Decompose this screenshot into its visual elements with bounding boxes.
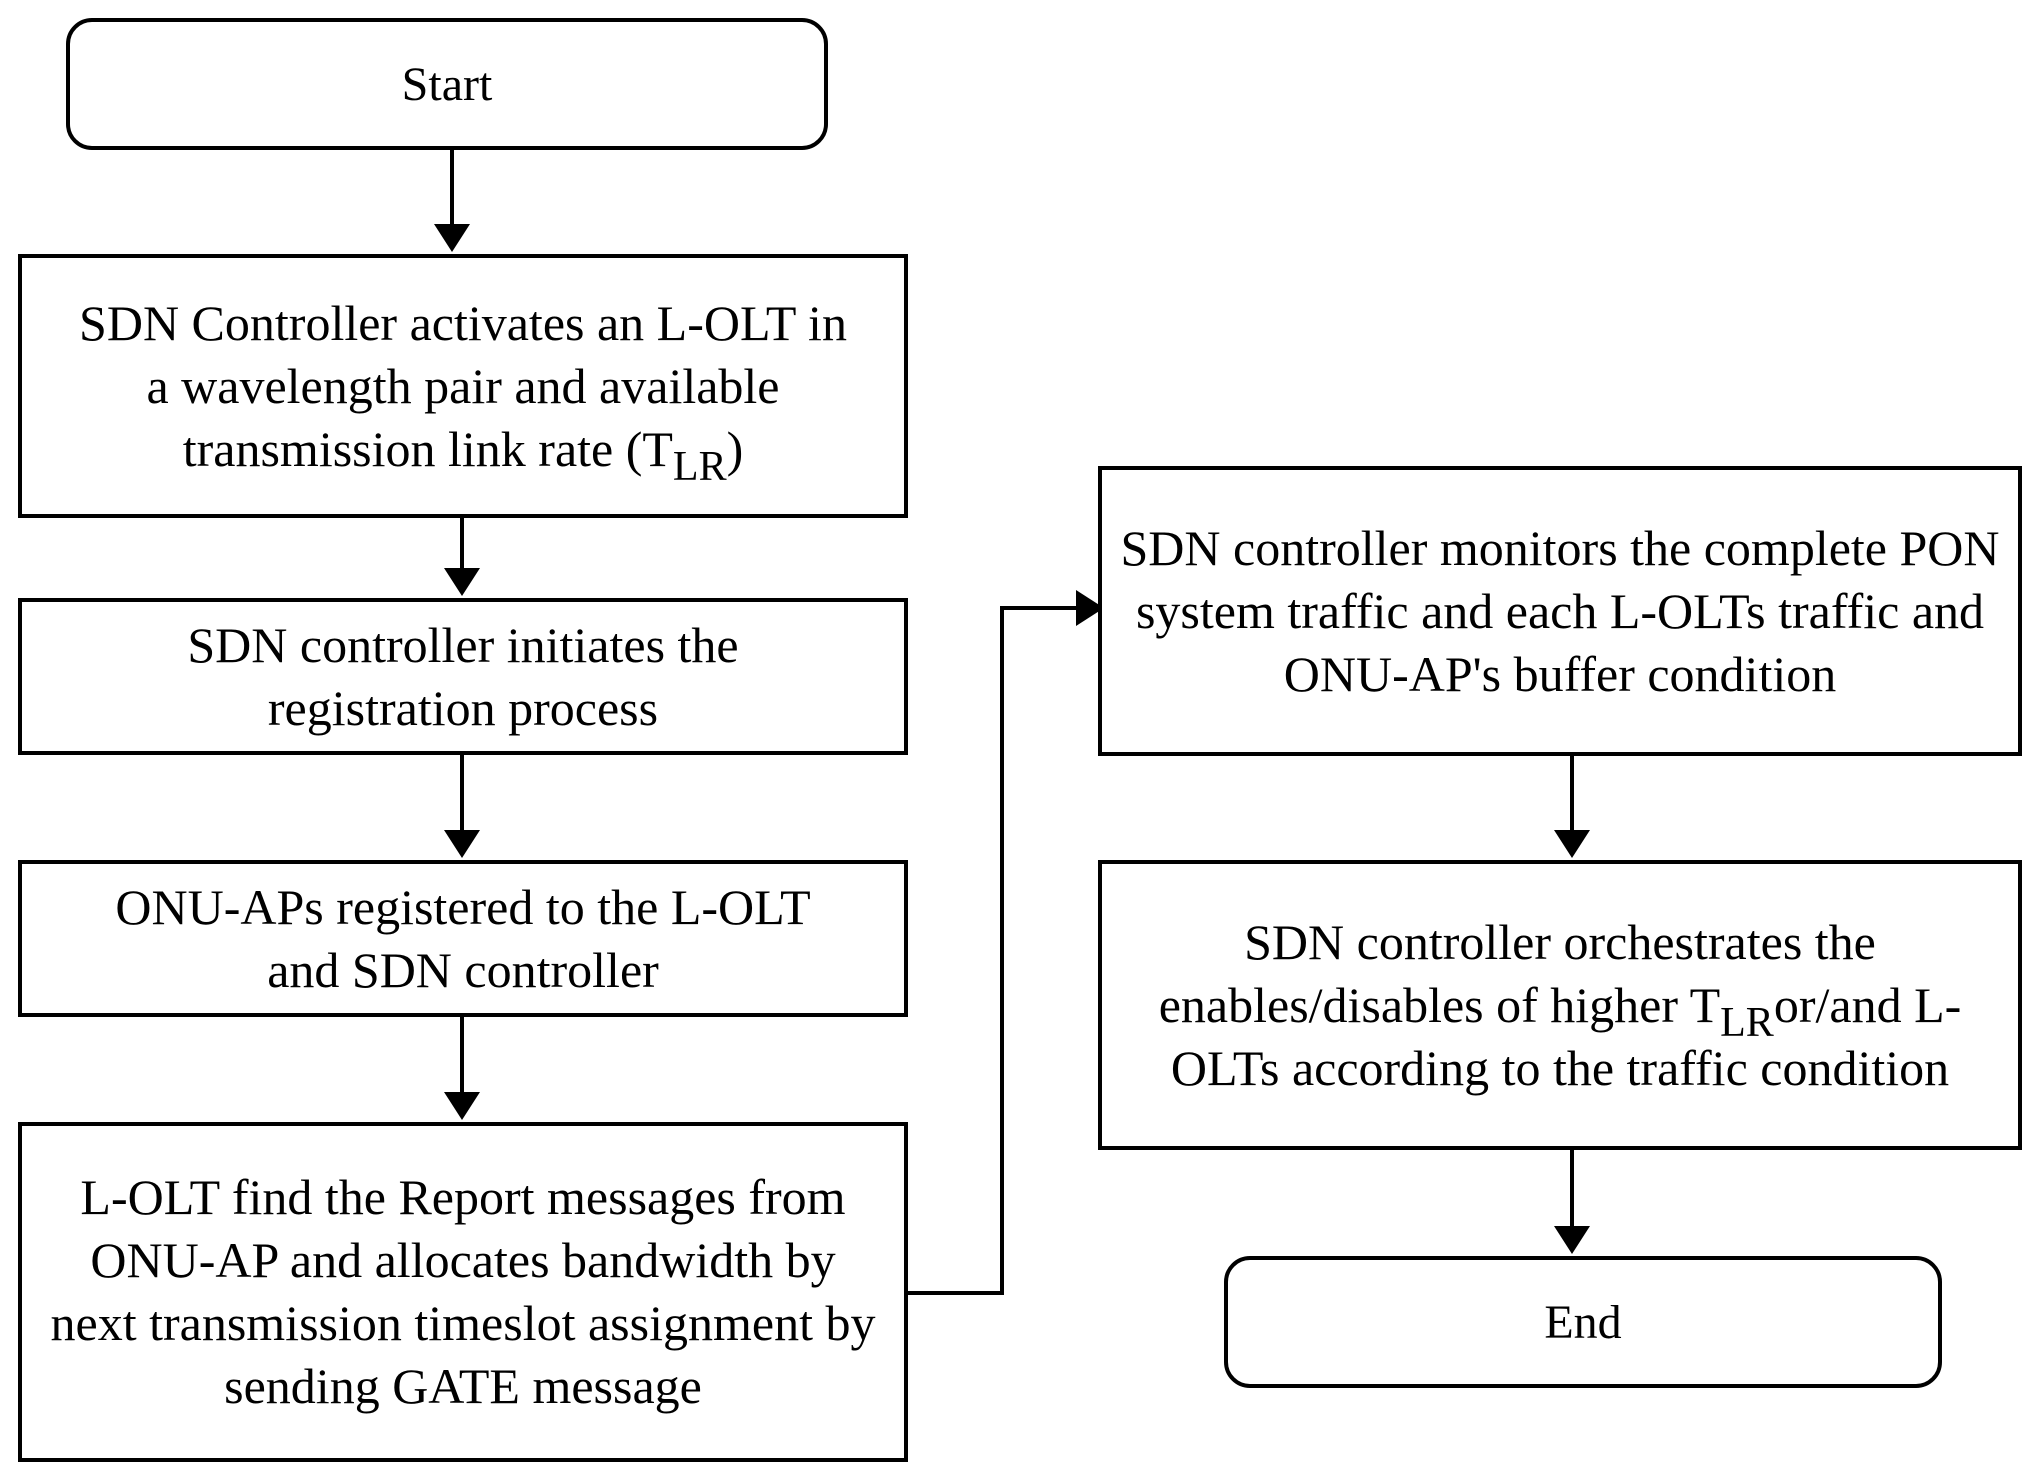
tlr-subscript: LR bbox=[672, 443, 727, 490]
step-allocate-bandwidth-label: L-OLT find the Report messages from ONU-… bbox=[50, 1169, 876, 1414]
start-node: Start bbox=[66, 18, 828, 150]
start-label: Start bbox=[401, 57, 493, 111]
arrowhead-start-to-step1 bbox=[434, 224, 470, 252]
end-label: End bbox=[1544, 1295, 1622, 1349]
arrowhead-step2-to-step3 bbox=[444, 830, 480, 858]
step-monitor-traffic: SDN controller monitors the complete PON… bbox=[1098, 466, 2022, 756]
step-allocate-bandwidth: L-OLT find the Report messages from ONU-… bbox=[18, 1122, 908, 1462]
step-activate-l-olt: SDN Controller activates an L-OLT in a w… bbox=[18, 254, 908, 518]
step-onu-registered-label: ONU-APs registered to the L-OLT and SDN … bbox=[115, 878, 811, 998]
step-initiate-registration-label: SDN controller initiates the registratio… bbox=[187, 616, 739, 736]
step-onu-registered: ONU-APs registered to the L-OLT and SDN … bbox=[18, 860, 908, 1017]
step-orchestrate: SDN controller orchestrates the enables/… bbox=[1098, 860, 2022, 1150]
step-monitor-traffic-label: SDN controller monitors the complete PON… bbox=[1120, 519, 2000, 702]
arrow-step4-to-step5 bbox=[907, 606, 1080, 1295]
arrowhead-step6-to-end bbox=[1554, 1226, 1590, 1254]
step-initiate-registration: SDN controller initiates the registratio… bbox=[18, 598, 908, 755]
end-node: End bbox=[1224, 1256, 1942, 1388]
arrowhead-step4-to-step5 bbox=[1076, 590, 1104, 626]
step-activate-l-olt-label: SDN Controller activates an L-OLT in a w… bbox=[79, 294, 847, 490]
arrowhead-step5-to-step6 bbox=[1554, 830, 1590, 858]
arrowhead-step1-to-step2 bbox=[444, 568, 480, 596]
arrowhead-step3-to-step4 bbox=[444, 1092, 480, 1120]
step-orchestrate-label: SDN controller orchestrates the enables/… bbox=[1158, 913, 1962, 1096]
